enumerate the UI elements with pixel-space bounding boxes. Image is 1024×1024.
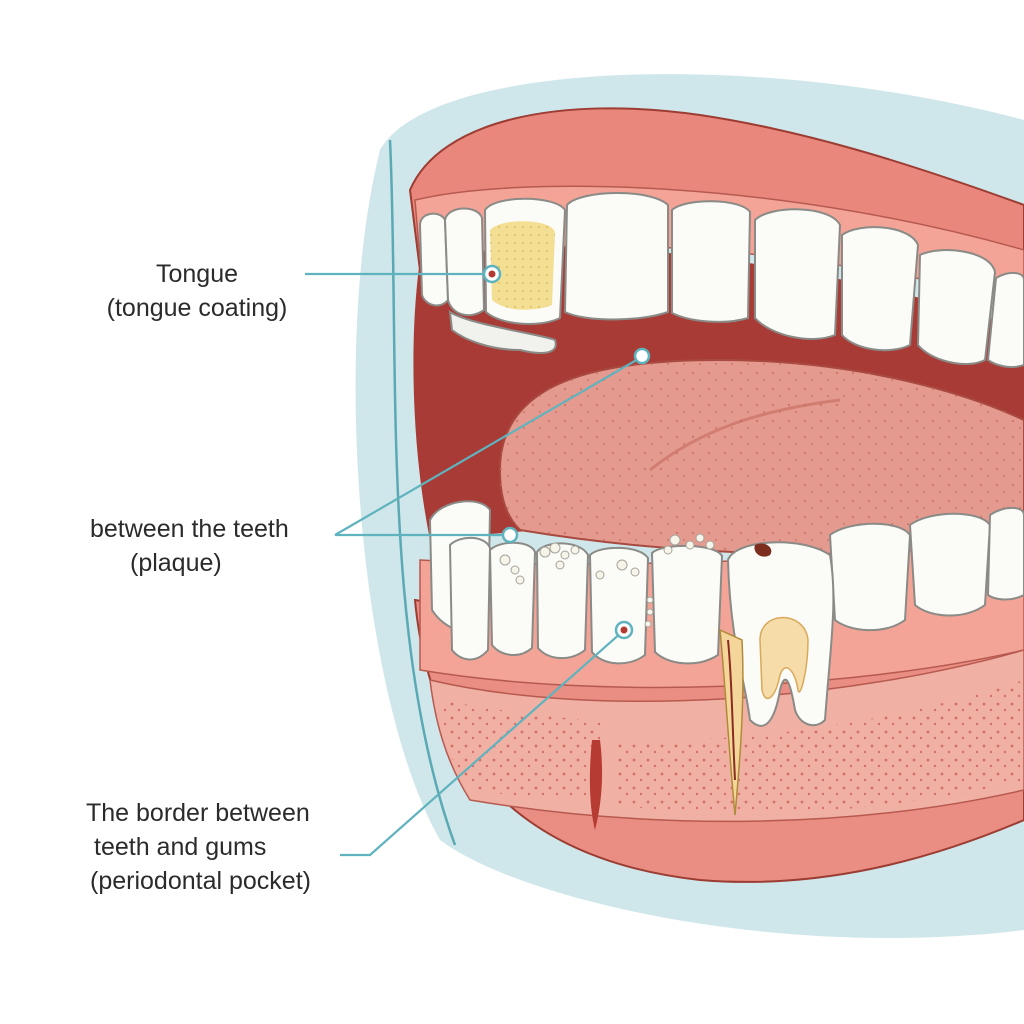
- label-border-line3: (periodontal pocket): [90, 867, 311, 895]
- label-periodontal-pocket: The border between teeth and gums (perio…: [86, 796, 311, 898]
- label-between-subtitle: (plaque): [130, 549, 222, 577]
- label-tongue-subtitle: (tongue coating): [106, 294, 288, 322]
- label-between-title: between the teeth: [90, 515, 289, 543]
- molar-cross-section: [726, 541, 835, 727]
- label-border-line1: The border between: [86, 799, 310, 827]
- marker-gumline: [614, 620, 634, 640]
- lower-teeth: [428, 500, 1024, 665]
- label-tongue: Tongue (tongue coating): [92, 257, 302, 325]
- marker-between-teeth: [501, 526, 519, 544]
- plaque-deposits: [499, 533, 715, 628]
- marker-tongue: [482, 264, 502, 284]
- periodontal-pocket: [719, 628, 744, 816]
- label-tongue-title: Tongue: [155, 260, 239, 288]
- label-border-line2: teeth and gums: [94, 833, 267, 861]
- leader-lines: [305, 272, 641, 857]
- marker-tongue-center: [633, 347, 651, 365]
- label-between-teeth: between the teeth (plaque): [90, 512, 289, 580]
